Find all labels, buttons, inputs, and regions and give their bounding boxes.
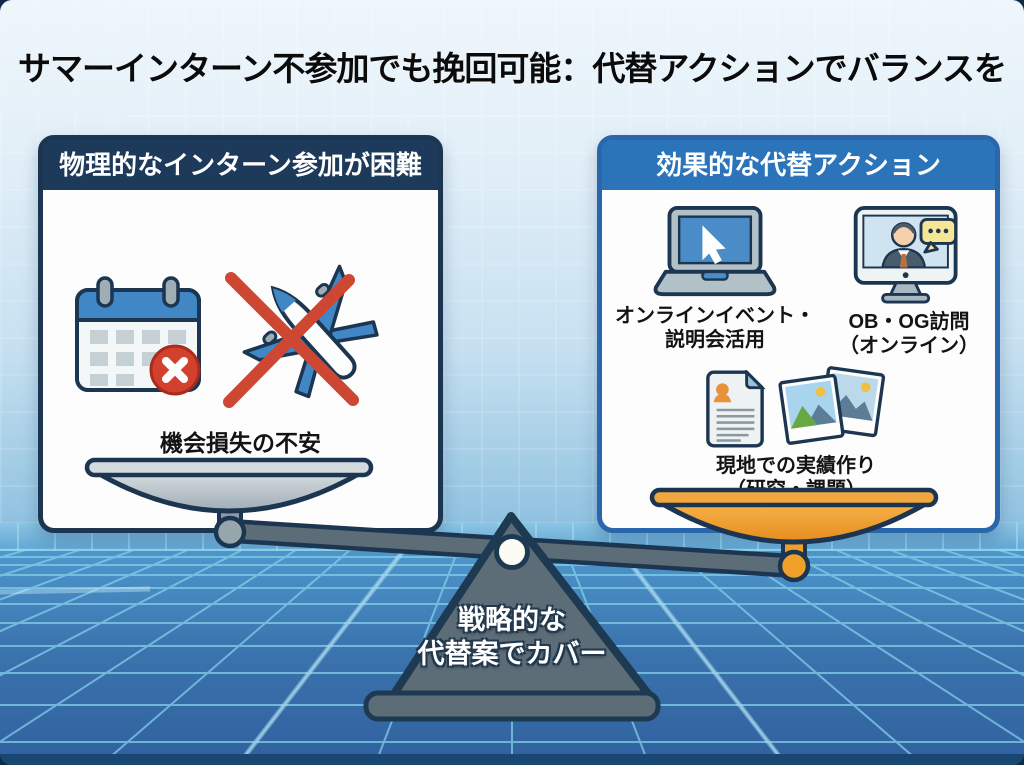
resume-document-icon bbox=[706, 370, 766, 448]
right-panel-card: 効果的な代替アクション オンラインイベント・ 説明会活用 bbox=[597, 135, 1000, 533]
left-panel-icons-row bbox=[43, 264, 438, 409]
right-panel-caption-online-events: オンラインイベント・ 説明会活用 bbox=[615, 305, 815, 351]
video-call-monitor-icon bbox=[853, 206, 958, 304]
person-on-screen bbox=[881, 222, 927, 268]
laptop-cursor-icon bbox=[653, 206, 777, 297]
bottom-edge-strip bbox=[0, 754, 1024, 765]
speech-bubble-icon bbox=[919, 218, 958, 254]
front-photo bbox=[778, 373, 845, 445]
blocked-calendar-icon bbox=[74, 275, 201, 395]
page-title: サマーインターン不参加でも挽回可能：代替アクションでバランスを bbox=[17, 50, 1007, 87]
document-text-lines bbox=[716, 408, 755, 442]
right-panel-header: 効果的な代替アクション bbox=[602, 140, 995, 190]
left-panel-caption: 機会損失の不安 bbox=[160, 430, 321, 456]
right-panel-item-local-achievements: 現地での実績作り （研究・課題） bbox=[638, 366, 954, 502]
right-panel-caption-local-achievements: 現地での実績作り （研究・課題） bbox=[716, 455, 876, 501]
photos-icon bbox=[778, 366, 886, 445]
left-panel-header: 物理的なインターン参加が困難 bbox=[43, 140, 438, 190]
fulcrum-label: 戦略的な 代替案でカバー bbox=[417, 605, 607, 669]
right-panel-item-online-events: オンラインイベント・ 説明会活用 bbox=[606, 206, 824, 352]
right-panel-caption-obog-visit: OB・OG訪問 （オンライン） bbox=[839, 311, 979, 357]
no-flight-airplane-icon bbox=[222, 264, 379, 408]
right-panel-item-obog-visit: OB・OG訪問 （オンライン） bbox=[828, 206, 990, 358]
left-panel-card: 物理的なインターン参加が困難 bbox=[38, 135, 443, 533]
red-cross-mark bbox=[222, 272, 359, 408]
